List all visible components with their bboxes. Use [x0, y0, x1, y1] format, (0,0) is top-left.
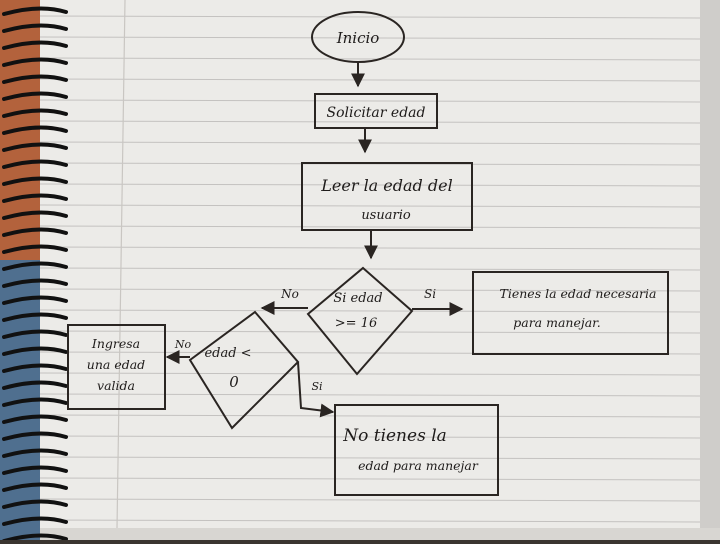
spiral-ring — [2, 210, 68, 220]
request-age-box — [314, 93, 438, 129]
has-age-label-line2: para manejar. — [513, 315, 601, 330]
spiral-ring — [2, 159, 68, 169]
spiral-ring — [2, 244, 68, 254]
spiral-binding — [2, 6, 68, 543]
spiral-ring — [2, 397, 68, 407]
margin-line — [116, 0, 126, 529]
ruled-line — [39, 267, 701, 271]
ruled-line — [39, 78, 701, 82]
ruled-line — [39, 330, 701, 334]
arrow-zero-yes — [297, 361, 335, 418]
ruled-line — [39, 36, 701, 40]
zero-yes-label: Si — [311, 380, 322, 393]
spiral-ring — [2, 91, 68, 101]
spiral-ring — [2, 482, 68, 492]
next-page-edge — [40, 528, 720, 540]
spiral-ring — [2, 329, 68, 339]
ruled-line — [39, 477, 701, 481]
ruled-line — [39, 120, 701, 124]
spiral-ring — [2, 278, 68, 288]
spiral-ring — [2, 499, 68, 509]
ruled-line — [39, 99, 701, 103]
notebook-page — [40, 0, 710, 528]
invalid-age-label-line3: valida — [97, 378, 135, 393]
has-age-box — [472, 271, 669, 355]
request-age-label: Solicitar edad — [327, 105, 426, 121]
spiral-ring — [2, 261, 68, 271]
ruled-line — [39, 57, 701, 61]
spiral-ring — [2, 108, 68, 118]
decision-age-diamond — [306, 266, 414, 376]
spiral-ring — [2, 431, 68, 441]
ruled-line — [39, 435, 701, 439]
decision-zero-label-line2: 0 — [229, 373, 239, 391]
decision-age-label-line1: Si edad — [333, 291, 382, 306]
spiral-ring — [2, 227, 68, 237]
ruled-line — [39, 225, 701, 229]
ruled-line — [39, 414, 701, 418]
invalid-age-label-line1: Ingresa — [91, 336, 140, 351]
spiral-ring — [2, 40, 68, 50]
too-young-label-line1: No tienes la — [342, 426, 447, 446]
read-age-label-line2: usuario — [361, 208, 411, 223]
spiral-ring — [2, 23, 68, 33]
ruled-line — [39, 288, 701, 292]
invalid-age-label-line2: una edad — [87, 357, 145, 372]
decision-zero-diamond — [188, 310, 300, 430]
spiral-ring — [2, 465, 68, 475]
ruled-line — [39, 393, 701, 397]
start-label: Inicio — [336, 29, 380, 47]
spiral-ring — [2, 295, 68, 305]
spiral-ring — [2, 346, 68, 356]
zero-no-label: No — [174, 338, 192, 351]
spiral-ring — [2, 125, 68, 135]
read-age-label-line1: Leer la edad del — [320, 176, 452, 195]
invalid-age-box — [67, 324, 166, 410]
spiral-ring — [2, 516, 68, 526]
spiral-ring — [2, 57, 68, 67]
spiral-ring — [2, 414, 68, 424]
yes-branch-label: Si — [424, 287, 436, 301]
no-branch-label: No — [280, 287, 299, 301]
spiral-ring — [2, 312, 68, 322]
has-age-label-line1: Tienes la edad necesaria — [500, 286, 657, 301]
spiral-ring — [2, 380, 68, 390]
decision-zero-label-line1: edad < — [204, 346, 251, 361]
ruled-line — [39, 456, 701, 460]
ruled-line — [39, 15, 701, 19]
spiral-ring — [2, 142, 68, 152]
read-age-box — [301, 162, 473, 231]
spiral-ring — [2, 363, 68, 373]
spiral-ring — [2, 448, 68, 458]
ruled-line — [39, 519, 701, 523]
ruled-line — [39, 309, 701, 313]
spiral-ring — [2, 6, 68, 16]
spiral-ring — [2, 176, 68, 186]
too-young-label-line2: edad para manejar — [358, 458, 479, 473]
ruled-line — [39, 183, 701, 187]
spiral-ring — [2, 193, 68, 203]
decision-age-label-line2: >= 16 — [335, 316, 377, 331]
flowchart — [67, 11, 669, 496]
ruled-line — [39, 372, 701, 376]
ruled-line — [39, 498, 701, 502]
spiral-ring — [2, 74, 68, 84]
page-right-edge — [700, 0, 720, 528]
ruled-line — [39, 204, 701, 208]
too-young-box — [334, 404, 499, 496]
